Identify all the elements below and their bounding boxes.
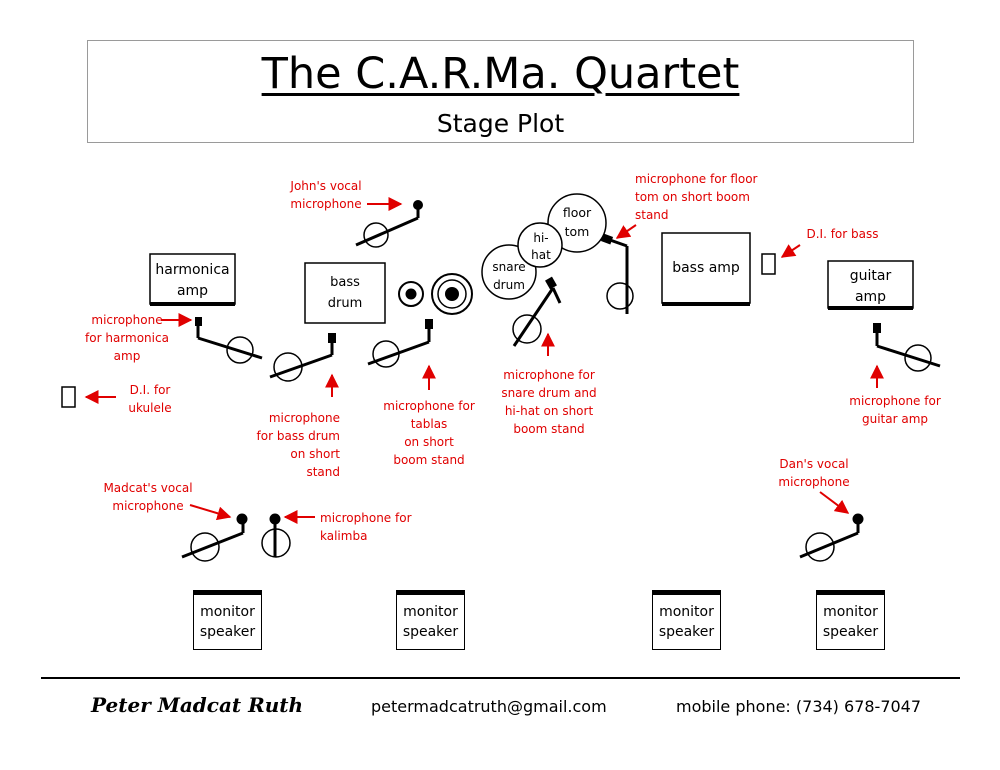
harmonica-amp-label: harmonica amp bbox=[155, 262, 230, 299]
dans-vocal-mic-label: Dan's vocal microphone bbox=[778, 457, 850, 489]
bass-drum-label: bass drum bbox=[327, 275, 363, 311]
harmonica-mic-stand bbox=[195, 317, 263, 364]
title-box: The C.A.R.Ma. Quartet Stage Plot bbox=[87, 40, 914, 143]
page-subtitle: Stage Plot bbox=[436, 109, 565, 138]
hi-hat bbox=[517, 222, 563, 268]
monitor-speaker-3: monitor speaker bbox=[652, 590, 721, 650]
footer-name: Peter Madcat Ruth bbox=[91, 693, 304, 717]
monitor-speaker-1: monitor speaker bbox=[193, 590, 262, 650]
bass-drum-mic-stand bbox=[269, 333, 336, 382]
arrow-madcat-vocal bbox=[189, 504, 232, 521]
monitor-speaker-2: monitor speaker bbox=[396, 590, 465, 650]
johns-vocal-mic-label: John's vocal microphone bbox=[290, 179, 362, 211]
footer-email: petermadcatruth@gmail.com bbox=[371, 697, 607, 716]
tablas-mic-stand bbox=[367, 319, 433, 368]
madcat-vocal-mic-stand bbox=[181, 513, 248, 562]
snare-hihat-mic-stand bbox=[512, 276, 562, 347]
di-bass-label: D.I. for bass bbox=[806, 227, 879, 241]
guitar-amp-label: guitar amp bbox=[849, 268, 892, 305]
snare-drum-label: snare drum bbox=[492, 260, 526, 292]
kalimba-mic-stand bbox=[261, 513, 291, 558]
annotation-arrows bbox=[84, 197, 884, 524]
arrow-floor-tom-mic bbox=[615, 224, 637, 239]
bass-drum-mic-label: microphone for bass drum on short stand bbox=[256, 411, 340, 479]
guitar-amp-mic-label: microphone for guitar amp bbox=[849, 394, 941, 426]
monitor-speaker-4: monitor speaker bbox=[816, 590, 885, 650]
harmonica-mic-label: microphone for harmonica amp bbox=[85, 313, 169, 363]
floor-tom-mic-label: microphone for floor tom on short boom s… bbox=[635, 172, 758, 222]
johns-vocal-mic-stand bbox=[355, 200, 423, 248]
madcat-vocal-mic-label: Madcat's vocal microphone bbox=[103, 481, 193, 513]
di-box-ukulele bbox=[61, 386, 76, 408]
bass-amp bbox=[661, 232, 751, 306]
harmonica-amp bbox=[149, 253, 236, 306]
floor-tom-mic-stand bbox=[600, 233, 634, 314]
tabla-small bbox=[398, 281, 424, 307]
snare-hihat-mic-label: microphone for snare drum and hi-hat on … bbox=[501, 368, 597, 436]
dans-vocal-mic-stand bbox=[799, 513, 864, 562]
guitar-amp bbox=[827, 260, 914, 310]
floor-tom-label: floor tom bbox=[562, 205, 592, 239]
guitar-amp-mic-stand bbox=[873, 323, 941, 372]
di-ukulele-label: D.I. for ukulele bbox=[128, 383, 172, 415]
di-box-bass bbox=[761, 253, 776, 275]
hi-hat-label: hi- hat bbox=[531, 231, 551, 262]
bass-amp-label: bass amp bbox=[672, 260, 740, 276]
tablas-mic-label: microphone for tablas on short boom stan… bbox=[383, 399, 475, 467]
bass-drum bbox=[304, 262, 386, 324]
arrow-dans-vocal bbox=[819, 491, 850, 514]
footer-phone: mobile phone: (734) 678-7047 bbox=[676, 697, 922, 716]
kalimba-mic-label: microphone for kalimba bbox=[320, 511, 412, 543]
floor-tom bbox=[547, 193, 607, 253]
footer-divider bbox=[41, 677, 960, 679]
tabla-large bbox=[431, 273, 473, 315]
page-title: The C.A.R.Ma. Quartet bbox=[261, 49, 740, 99]
arrow-di-bass bbox=[780, 244, 801, 258]
